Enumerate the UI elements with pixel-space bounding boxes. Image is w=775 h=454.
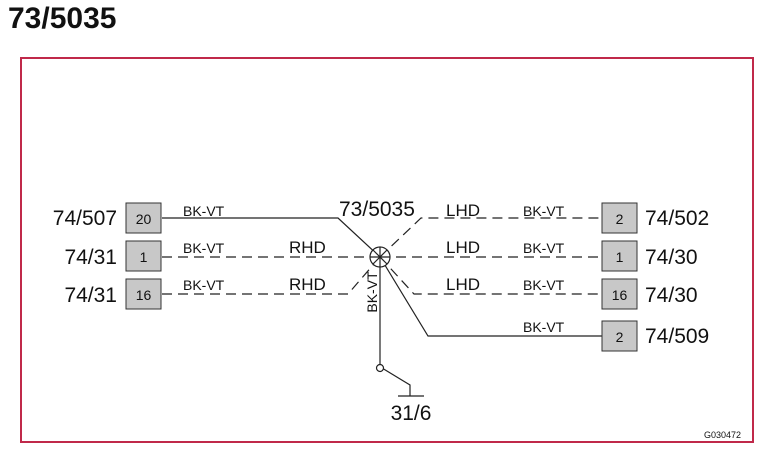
right-connector-3: 16 74/30 BK-VT LHD: [446, 275, 698, 310]
variant-label: LHD: [446, 201, 480, 220]
wire-left-1: [162, 217, 381, 258]
pin-label: 2: [616, 211, 624, 227]
wire-right-1: [379, 217, 602, 258]
ground-label: 31/6: [391, 402, 432, 425]
wire-color-label: BK-VT: [523, 240, 565, 256]
wire-right-3: [379, 256, 602, 295]
diagram-frame: [20, 57, 754, 443]
connector-label: 74/31: [64, 284, 117, 307]
connector-label: 74/30: [645, 246, 698, 269]
splice-label: 73/5035: [339, 198, 415, 221]
wire-color-label: BK-VT: [183, 203, 225, 219]
pin-label: 2: [616, 329, 624, 345]
connector-label: 74/30: [645, 284, 698, 307]
pin-label: 16: [136, 287, 152, 303]
wire-color-label: BK-VT: [523, 277, 565, 293]
connector-label: 74/509: [645, 325, 709, 348]
pin-label: 16: [612, 287, 628, 303]
diagram-title: 73/5035: [8, 2, 117, 35]
splice-node: [369, 246, 391, 268]
figure-code: G030472: [704, 430, 741, 440]
wire-color-label: BK-VT: [183, 277, 225, 293]
variant-label: RHD: [289, 275, 326, 294]
variant-label: RHD: [289, 238, 326, 257]
variant-label: LHD: [446, 275, 480, 294]
wire-color-label: BK-VT: [183, 240, 225, 256]
ground-wire-label: BK-VT: [364, 271, 380, 313]
wire-left-3: [162, 256, 381, 295]
right-connector-1: 2 74/502 BK-VT LHD: [446, 201, 709, 234]
right-connector-4: 2 74/509 BK-VT: [523, 319, 709, 352]
variant-label: LHD: [446, 238, 480, 257]
connector-label: 74/507: [53, 207, 117, 230]
ground-switch: [381, 367, 411, 396]
left-connector-3: 16 74/31 BK-VT RHD: [64, 275, 326, 310]
pin-label: 20: [136, 211, 152, 227]
wire-color-label: BK-VT: [523, 203, 565, 219]
wire-color-label: BK-VT: [523, 319, 565, 335]
pin-label: 1: [616, 249, 624, 265]
connector-label: 74/31: [64, 246, 117, 269]
right-connector-2: 1 74/30 BK-VT LHD: [446, 238, 698, 272]
wire-right-4: [379, 256, 602, 337]
pin-label: 1: [140, 249, 148, 265]
connector-label: 74/502: [645, 207, 709, 230]
left-connector-1: 20 74/507 BK-VT: [53, 202, 225, 234]
left-connector-2: 1 74/31 BK-VT RHD: [64, 238, 326, 272]
ground-terminal: [375, 363, 385, 373]
